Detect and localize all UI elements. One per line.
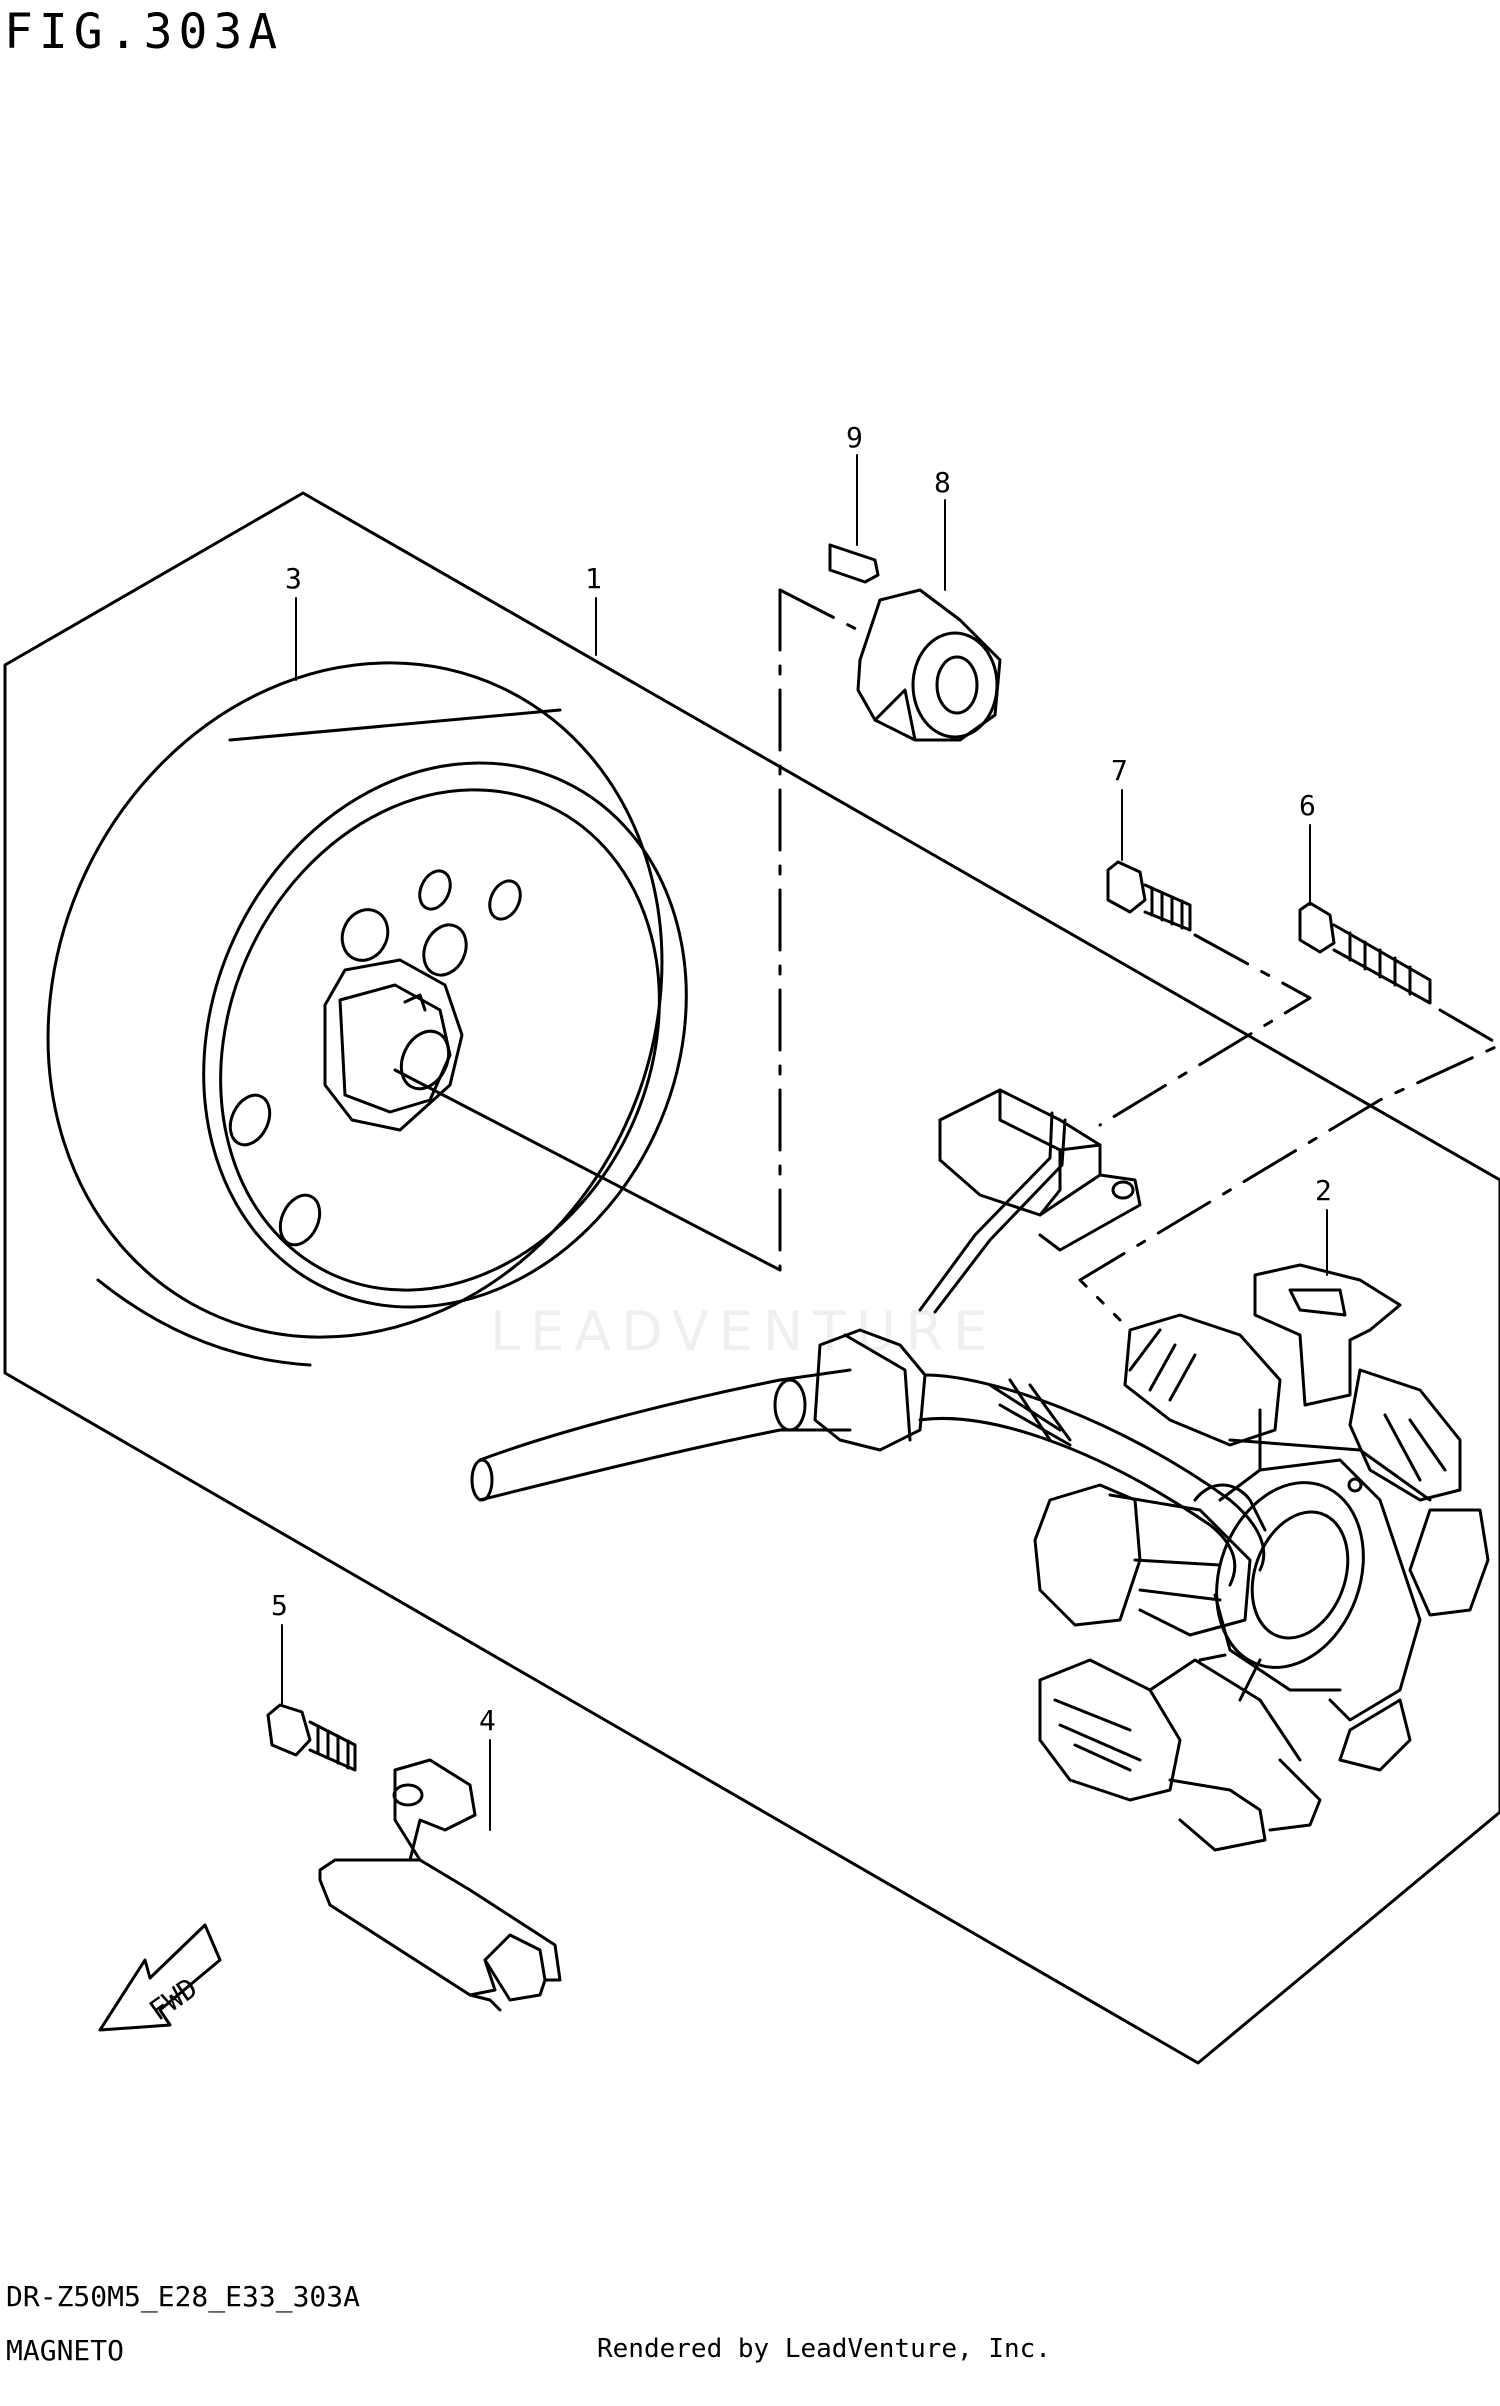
- callout-2: 2: [1315, 1174, 1332, 1207]
- render-credit: Rendered by LeadVenture, Inc.: [597, 2334, 1051, 2364]
- callout-4: 4: [479, 1704, 496, 1737]
- callout-1: 1: [585, 562, 602, 595]
- fwd-arrow: [98, 1923, 222, 2032]
- callout-8: 8: [934, 466, 951, 499]
- stator-screw: [1298, 901, 1432, 1005]
- pickup-bolt: [1106, 860, 1192, 932]
- pulser-bracket: [318, 1758, 562, 2012]
- wire-grommet: [470, 1328, 1266, 1587]
- assembly-outline: [3, 491, 1500, 2065]
- callout-3: 3: [285, 562, 302, 595]
- callout-5: 5: [271, 1589, 288, 1622]
- callout-7: 7: [1111, 754, 1128, 787]
- leader-bolt: [1098, 933, 1312, 1127]
- drawing-code: DR-Z50M5_E28_E33_303A: [6, 2280, 361, 2313]
- figure-title: FIG.303A: [4, 4, 284, 60]
- leader-nut: [778, 588, 860, 1272]
- section-name: MAGNETO: [6, 2334, 125, 2367]
- bracket-bolt: [266, 1703, 357, 1772]
- callout-6: 6: [1299, 789, 1316, 822]
- flywheel-nut: [856, 588, 1002, 742]
- callout-9: 9: [846, 421, 863, 454]
- leader-screw: [1078, 1008, 1500, 1322]
- stator-assembly: [1033, 1263, 1490, 1852]
- pulser-coil: [918, 1088, 1142, 1314]
- woodruff-key: [828, 543, 880, 584]
- flywheel-rotor: [46, 661, 688, 1367]
